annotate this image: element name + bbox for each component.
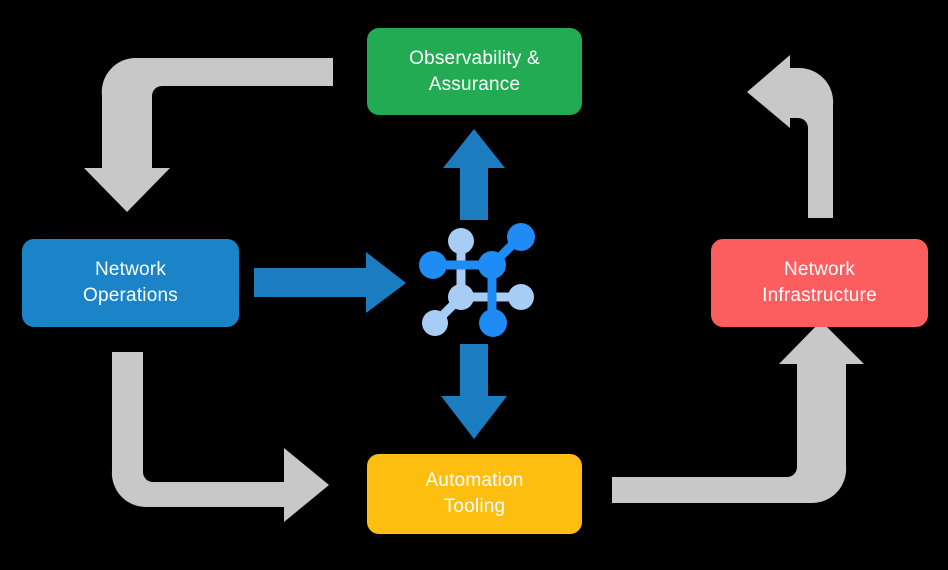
node-label-network-infrastructure: Network Infrastructure	[762, 259, 877, 306]
icon-node-mid-right	[508, 284, 534, 310]
node-box-observability[interactable]: Observability & Assurance	[367, 28, 582, 115]
icon-node-top-left	[448, 228, 474, 254]
icon-node-mid-left	[448, 284, 474, 310]
arrow-operations-to-automation	[111, 352, 329, 522]
icon-link-bottom-left-diagonal	[432, 293, 465, 326]
icon-node-bottom	[479, 309, 507, 337]
arrow-operations-to-core	[254, 252, 406, 313]
arrow-core-to-automation	[441, 344, 507, 439]
node-label-observability: Observability & Assurance	[409, 47, 540, 95]
icon-node-left	[419, 251, 447, 279]
node-box-network-infrastructure[interactable]: Network Infrastructure	[711, 239, 928, 327]
node-label-network-operations: Network Operations	[83, 259, 178, 306]
arrow-core-to-observability	[443, 129, 505, 220]
icon-link-hub-diagonal	[488, 233, 524, 269]
icon-node-hub	[478, 251, 506, 279]
arrow-infrastructure-to-observability	[747, 55, 834, 218]
node-box-network-operations[interactable]: Network Operations	[22, 239, 239, 327]
icon-node-bottom-left	[422, 310, 448, 336]
arrow-automation-to-infrastructure	[612, 321, 864, 504]
node-label-automation-tooling: Automation Tooling	[425, 470, 524, 517]
node-box-automation-tooling[interactable]: Automation Tooling	[367, 454, 582, 534]
icon-node-top-right	[507, 223, 535, 251]
arrow-observability-to-operations	[84, 57, 333, 212]
